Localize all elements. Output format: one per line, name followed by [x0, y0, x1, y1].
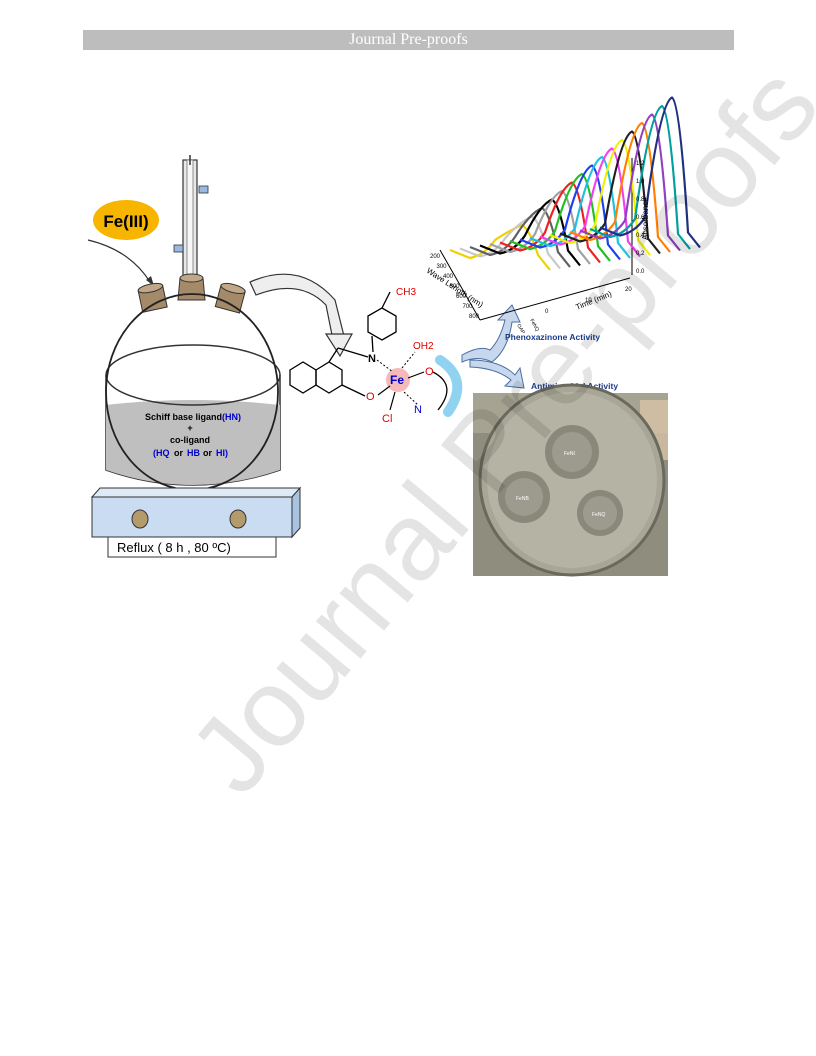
wavelength-tick: 700 [462, 304, 473, 310]
activity-split-arrows [461, 304, 525, 389]
coligand-hi: HI) [216, 448, 228, 458]
coligand-label: co-ligand [170, 435, 210, 445]
header-bar: Journal Pre-proofs [83, 30, 734, 50]
spectrum-curve [479, 198, 581, 267]
sample-label-oap: OAP [515, 323, 526, 336]
fe-iii-label: Fe(III) [103, 212, 148, 231]
sample-label-feng: FeNQ [528, 318, 540, 333]
absorbance-tick: 0.8 [636, 197, 645, 203]
wavelength-tick: 300 [436, 264, 447, 270]
spectrum-curve [469, 206, 571, 268]
ligand-label: Schiff base ligand [145, 412, 222, 422]
fe-center-highlight [386, 368, 410, 392]
coligand-or-2: or [203, 448, 212, 458]
coligand-or-1: or [174, 448, 183, 458]
wavelength-tick: 600 [456, 294, 467, 300]
petri-label-feni: FeNI [564, 451, 575, 457]
petri-dish-photo: FeNI FeNB FeNQ [473, 383, 668, 577]
time-tick: 10 [585, 298, 592, 304]
spectrum-curve [459, 215, 561, 270]
absorbance-tick: 0.2 [636, 251, 645, 257]
reflux-conditions: Reflux ( 8 h , 80 ºC) [117, 540, 231, 555]
ch3-label: CH3 [396, 287, 416, 298]
time-tick: 0 [545, 309, 549, 315]
spectrum-curve [599, 96, 701, 249]
absorbance-axis-label: Absorbance [641, 197, 650, 240]
time-axis-label: Time (min) [574, 289, 613, 312]
phenolate-o-label: O [366, 391, 375, 403]
coligand-n-label: N [414, 404, 422, 416]
wavelength-tick: 200 [430, 254, 441, 260]
ligand-text: Schiff base ligand (HN) + co-ligand (HQ … [145, 412, 241, 458]
spectrum-curve [589, 104, 691, 250]
coligand-o-label: O [425, 366, 434, 378]
wavelength-tick: 500 [449, 284, 460, 290]
journal-header-title: Journal Pre-proofs [349, 31, 468, 48]
absorbance-tick: 0.6 [636, 215, 645, 221]
absorbance-tick: 1.2 [636, 161, 645, 167]
absorbance-tick: 0.4 [636, 233, 645, 239]
chloride-label: Cl [382, 413, 392, 425]
phenoxazinone-activity-label: Phenoxazinone Activity [505, 332, 600, 342]
reflux-label-box [107, 536, 277, 558]
aqua-ligand-label: OH2 [413, 341, 434, 352]
spectrum-curve [489, 189, 591, 265]
complex-structure: CH3 N O Fe OH2 Cl O N [289, 287, 463, 425]
time-tick: 20 [625, 287, 632, 293]
coligand-hb: HB [187, 448, 200, 458]
spectrum-curve [579, 113, 681, 252]
wavelength-tick: 400 [443, 274, 454, 280]
uv-vis-spectra-plot: 2003004005006007008000.00.20.40.60.81.01… [425, 96, 701, 336]
reaction-setup: Fe(III) [87, 155, 354, 558]
fe-label: Fe [390, 373, 404, 387]
condenser [173, 155, 209, 281]
plus-sign: + [187, 423, 192, 433]
petri-label-fenb: FeNB [516, 496, 529, 502]
fe-iii-oval [93, 200, 159, 240]
fe-addition-arrow [87, 239, 151, 283]
wavelength-tick: 800 [469, 314, 480, 320]
ligand-code: (HN) [222, 412, 241, 422]
hot-plate [90, 486, 302, 539]
absorbance-tick: 1.0 [636, 179, 645, 185]
wavelength-axis-label: Wave Length (nm) [425, 266, 485, 309]
curved-arrow-to-complex [249, 273, 354, 358]
water-bath [105, 344, 281, 486]
petri-label-fenq: FeNQ [592, 512, 605, 518]
absorbance-tick: 0.0 [636, 269, 645, 275]
imine-n-label: N [368, 353, 376, 365]
coligand-hq: (HQ [153, 448, 170, 458]
